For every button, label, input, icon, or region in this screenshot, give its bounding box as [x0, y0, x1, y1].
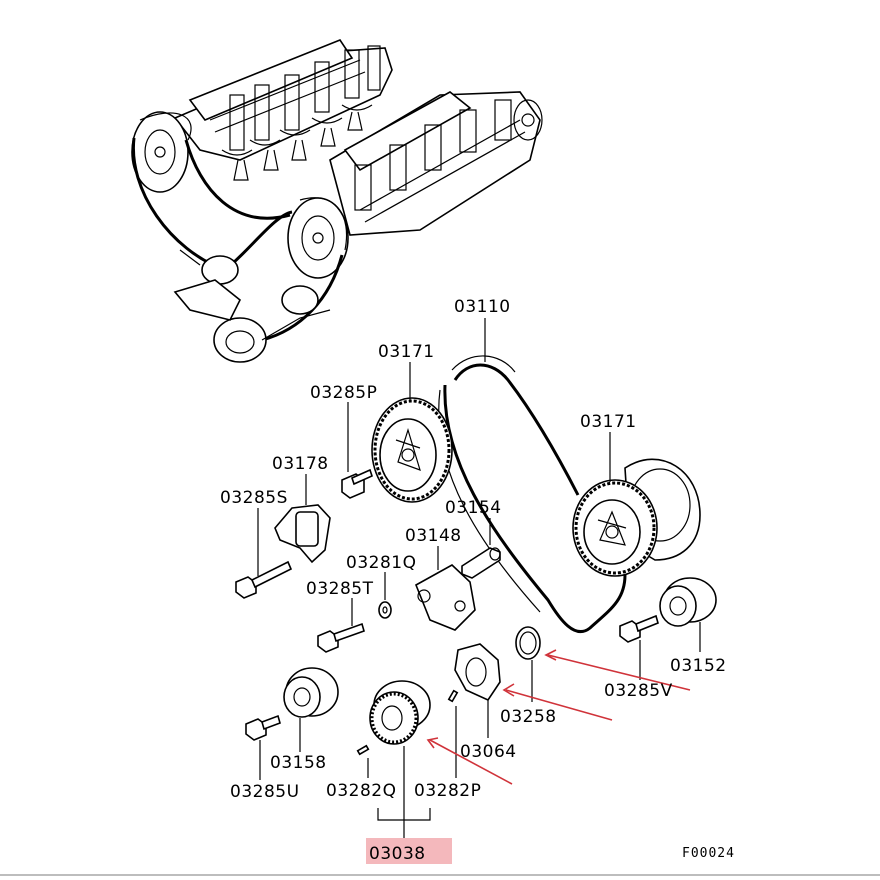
label-03158: 03158 — [270, 753, 327, 773]
label-03171-left: 03171 — [378, 342, 435, 362]
engine-head-assembly — [131, 39, 543, 363]
bolt-03285u — [245, 714, 281, 741]
label-03285t: 03285T — [306, 579, 374, 599]
label-03148: 03148 — [405, 526, 462, 546]
label-03282q: 03282Q — [326, 781, 396, 801]
label-03285s: 03285S — [220, 488, 288, 508]
label-03281q: 03281Q — [346, 553, 416, 573]
tensioner-bracket-03178 — [274, 504, 331, 564]
key-03282q — [356, 744, 370, 756]
label-03154: 03154 — [445, 498, 502, 518]
camshaft-sprocket-left — [371, 397, 453, 503]
label-03285p: 03285P — [310, 383, 377, 403]
camshaft-sprocket-right — [572, 458, 701, 577]
part-labels: 03110 03171 03171 03285P 03178 03285S 03… — [220, 297, 735, 864]
bottom-divider — [0, 874, 880, 876]
label-03285u: 03285U — [230, 782, 300, 802]
label-03178: 03178 — [272, 454, 329, 474]
washer-03281q — [378, 601, 392, 619]
idler-pulley-right — [659, 577, 717, 627]
bolt-03285s — [235, 560, 293, 599]
leader-lines — [257, 318, 701, 838]
label-03285v: 03285V — [604, 681, 673, 701]
figure-code: F00024 — [682, 846, 735, 861]
label-03258: 03258 — [500, 707, 557, 727]
pin-03154 — [461, 547, 501, 579]
pointer-arrows — [426, 649, 691, 785]
label-03282p: 03282P — [414, 781, 481, 801]
idler-pulley-03158 — [283, 667, 339, 718]
tensioner-arm-03148 — [414, 564, 476, 631]
label-03171-right: 03171 — [580, 412, 637, 432]
bolt-03285t — [317, 622, 365, 653]
ring-03258 — [515, 626, 541, 660]
crankshaft-sprocket-03038 — [369, 680, 431, 745]
bolt-03285p — [341, 468, 373, 499]
plate-03064 — [454, 643, 501, 702]
label-03038[interactable]: 03038 — [369, 844, 426, 864]
label-03152: 03152 — [670, 656, 727, 676]
label-03064: 03064 — [460, 742, 517, 762]
key-03282p — [447, 689, 459, 703]
bolt-03285v — [619, 614, 659, 643]
highlight-03038 — [366, 838, 452, 864]
label-03110: 03110 — [454, 297, 511, 317]
